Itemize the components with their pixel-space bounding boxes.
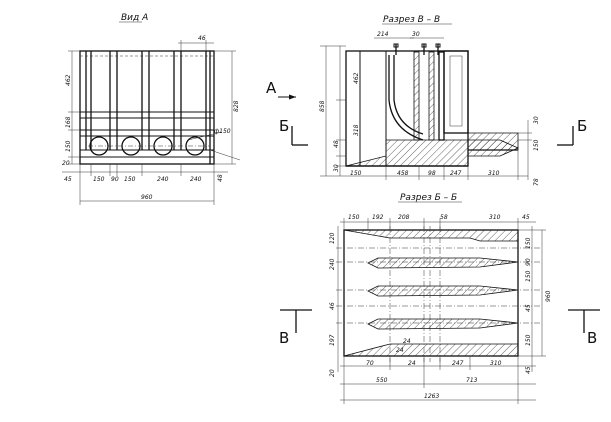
bolts [393,43,441,55]
dim-1263: 1263 [424,393,439,400]
dim-828: 828 [233,100,240,112]
dim-713: 713 [466,377,478,384]
dim-150-v: 150 [350,170,362,177]
dim-247-b: 247 [452,360,464,367]
dim-240-b: 240 [329,258,336,270]
dim-310-b2: 310 [490,360,502,367]
mark-v-right: В [587,329,597,347]
section-b-centerlines [336,226,540,362]
dim-240-b: 240 [190,176,202,183]
dim-46-b: 46 [329,302,336,310]
dim-310-v: 310 [488,170,500,177]
dim-d150: ф150 [214,128,231,135]
dim-24-c2: 24 [396,347,404,354]
dim-150-r1: 150 [525,237,532,249]
dim-150-a: 150 [93,176,105,183]
dim-150: 150 [65,140,72,152]
view-a-outline [79,50,215,165]
section-v-title: Разрез В – В [383,15,440,25]
section-v-v: Разрез В – В [319,15,540,186]
view-a: Вид А [62,13,241,205]
view-a-pipes [88,136,210,156]
dim-120: 120 [329,232,336,244]
dim-48: 48 [217,174,224,182]
dim-46: 46 [198,35,206,42]
section-b-title: Разрез Б – Б [400,193,457,203]
mark-b-right: Б [577,117,587,135]
dim-48-v: 48 [333,140,340,148]
dim-150-r2: 150 [525,270,532,282]
shaft [443,50,469,134]
section-v-dimensions [320,37,532,180]
partition-2 [428,51,435,141]
dim-550: 550 [376,377,388,384]
dim-20-b: 20 [329,369,336,377]
dim-24-b: 24 [408,360,416,367]
dim-150-r: 150 [533,139,540,151]
dim-150-r3: 150 [525,334,532,346]
partition-1 [413,51,420,141]
dim-960: 960 [141,194,153,201]
dim-208: 208 [398,214,410,221]
dim-150-b: 150 [124,176,136,183]
dim-30: 30 [412,31,420,38]
dim-960-b: 960 [545,290,552,302]
dim-462-v: 462 [353,72,360,84]
dim-192: 192 [372,214,384,221]
dim-168: 168 [65,116,72,128]
dim-458: 458 [397,170,409,177]
dim-45: 45 [64,176,72,183]
mark-b-left: Б [279,117,289,135]
section-v-spout [467,139,519,157]
dim-30-r: 30 [533,116,540,124]
view-a-title: Вид А [121,13,148,23]
dim-462: 462 [65,74,72,86]
dim-310-b1: 310 [489,214,501,221]
dim-214: 214 [377,31,389,38]
dim-247-v: 247 [450,170,462,177]
section-markers-top: А Б Б [266,79,587,146]
view-a-walls [85,51,211,164]
mark-v-left: В [279,329,289,347]
dim-197: 197 [329,334,336,346]
view-a-dimensions [62,40,241,205]
dim-45-r: 45 [525,304,532,312]
mark-a: А [266,79,277,97]
dim-45-b1: 45 [522,214,530,221]
dim-318: 318 [353,124,360,136]
dim-150-b1: 150 [348,214,360,221]
dim-45-r2: 45 [525,366,532,374]
dim-78: 78 [533,178,540,186]
dim-240-a: 240 [157,176,169,183]
section-b-b: Разрез Б – Б [329,193,552,404]
dim-24-c1: 24 [403,338,411,345]
dim-58: 58 [440,214,448,221]
dim-20: 20 [62,160,70,167]
section-b-channels [343,229,519,357]
dim-30-v: 30 [333,164,340,172]
dim-858: 858 [319,100,326,112]
dim-90-r: 90 [525,258,532,266]
dim-90: 90 [111,176,119,183]
dim-70: 70 [366,360,374,367]
dim-98: 98 [428,170,436,177]
section-b-dimensions [337,218,546,404]
section-markers-bottom: В В [279,309,600,347]
